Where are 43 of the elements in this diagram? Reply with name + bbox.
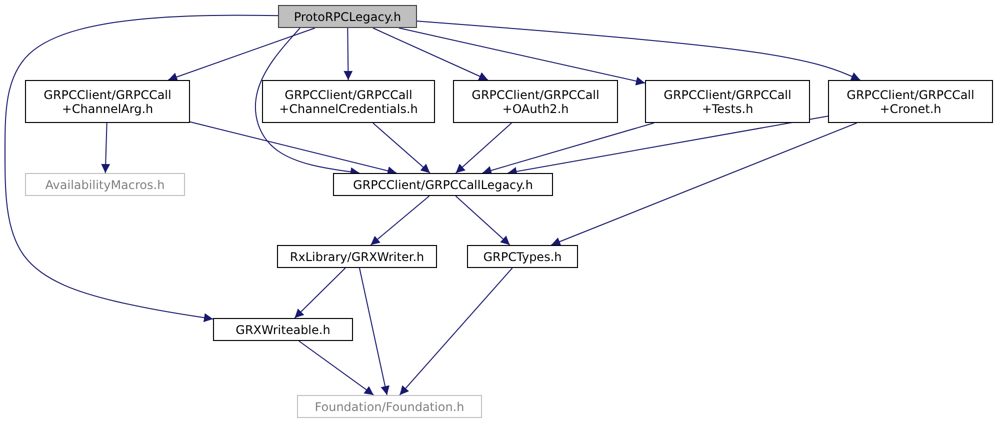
arrow	[370, 196, 430, 246]
arrow	[101, 122, 110, 174]
arrow	[372, 122, 430, 174]
external-file-box	[297, 395, 482, 418]
file-box	[828, 80, 993, 123]
arrow	[399, 268, 513, 396]
arrow	[4, 14, 278, 322]
file-name: GRPCClient/GRPCCall +ChannelCredentials.h	[278, 88, 419, 116]
file-box	[645, 80, 810, 123]
file-box	[277, 245, 437, 268]
external-file-box	[25, 173, 185, 196]
file-name: GRPCClient/GRPCCall +Cronet.h	[846, 88, 976, 116]
file-name: ProtoRPCLegacy.h	[292, 10, 402, 24]
file-name: GRPCClient/GRPCCallLegacy.h	[352, 178, 534, 192]
arrow	[455, 196, 510, 246]
file-name: GRPCClient/GRPCCall +ChannelArg.h	[42, 88, 172, 116]
arrow	[398, 28, 646, 86]
arrow	[550, 122, 858, 246]
file-box	[25, 80, 190, 123]
file-name: GRPCClient/GRPCCall +OAuth2.h	[470, 88, 600, 116]
arrow	[298, 340, 374, 396]
arrow	[344, 28, 353, 80]
arrow	[482, 122, 654, 175]
arrow	[168, 28, 316, 82]
file-name: GRPCTypes.h	[482, 250, 563, 264]
file-name: Foundation/Foundation.h	[314, 400, 466, 414]
arrow	[507, 116, 828, 176]
file-name: RxLibrary/GRXWriter.h	[288, 250, 426, 264]
file-name: AvailabilityMacros.h	[44, 178, 166, 192]
arrow	[372, 28, 488, 80]
file-name: GRXWriteable.h	[234, 322, 332, 336]
file-name: GRPCClient/GRPCCall +Tests.h	[662, 88, 792, 116]
arrow	[455, 122, 512, 174]
arrow	[294, 268, 346, 318]
file-box	[213, 318, 353, 341]
file-box	[453, 80, 618, 123]
arrow	[359, 268, 390, 396]
arrow	[190, 121, 398, 176]
file-box	[262, 80, 435, 123]
arrow	[416, 20, 861, 81]
file-box	[333, 173, 553, 196]
file-box	[278, 5, 417, 28]
file-box	[467, 245, 578, 268]
